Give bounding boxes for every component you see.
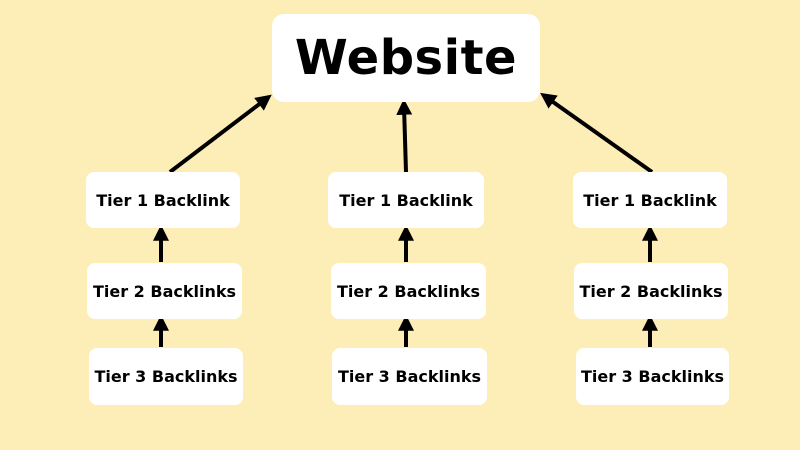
tier3-backlinks-left: Tier 3 Backlinks	[89, 348, 243, 405]
arrow-tier1-right-to-website	[540, 92, 654, 174]
tier3-backlinks-center: Tier 3 Backlinks	[332, 348, 487, 405]
tier3-backlinks-right: Tier 3 Backlinks	[576, 348, 729, 405]
tier2-backlinks-left: Tier 2 Backlinks	[87, 263, 242, 319]
tier2-backlinks-right: Tier 2 Backlinks	[574, 263, 728, 319]
tier2-backlinks-center: Tier 2 Backlinks	[331, 263, 486, 319]
tier1-backlink-right: Tier 1 Backlink	[573, 172, 727, 228]
tier1-backlink-center: Tier 1 Backlink	[328, 172, 484, 228]
arrow-tier1-left-to-website	[168, 94, 272, 174]
arrow-tier1-center-to-website	[396, 98, 413, 173]
tier1-backlink-left: Tier 1 Backlink	[86, 172, 240, 228]
website-node: Website	[272, 14, 540, 102]
